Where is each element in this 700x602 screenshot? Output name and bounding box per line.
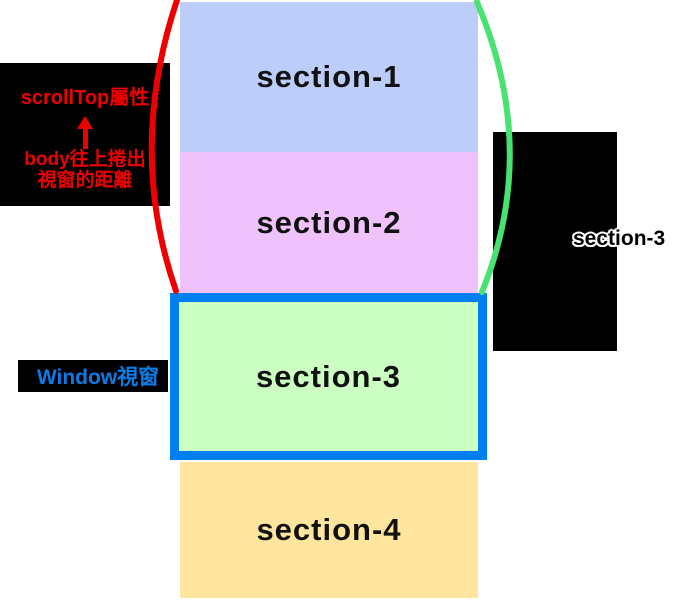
up-arrow-head (77, 116, 93, 129)
up-arrow-icon (77, 116, 93, 149)
scrolltop-desc-line2: 視窗的距離 (37, 170, 133, 191)
section-4-box: section-4 (180, 462, 478, 598)
section-1-label: section-1 (256, 59, 402, 94)
right-overlay-text: section-3 (573, 227, 666, 250)
section-4-label: section-4 (256, 512, 402, 547)
section-2-label: section-2 (256, 204, 402, 240)
section-3-label: section-3 (255, 358, 402, 394)
scrolltop-annotation: scrollTop屬性 body往上捲出 視窗的距離 (0, 63, 170, 206)
section-1-box: section-1 (180, 2, 478, 152)
up-arrow-shaft (82, 129, 88, 149)
scrolltop-desc-line1: body往上捲出 (24, 149, 146, 170)
window-viewport-box: section-3 (170, 293, 487, 460)
right-overlay-box (493, 132, 617, 351)
window-viewport-annotation-text: Window視窗 (36, 366, 160, 389)
section-2-box: section-2 (180, 152, 478, 293)
scrolltop-title: scrollTop屬性 (20, 87, 150, 109)
window-viewport-annotation: Window視窗 (18, 360, 168, 392)
